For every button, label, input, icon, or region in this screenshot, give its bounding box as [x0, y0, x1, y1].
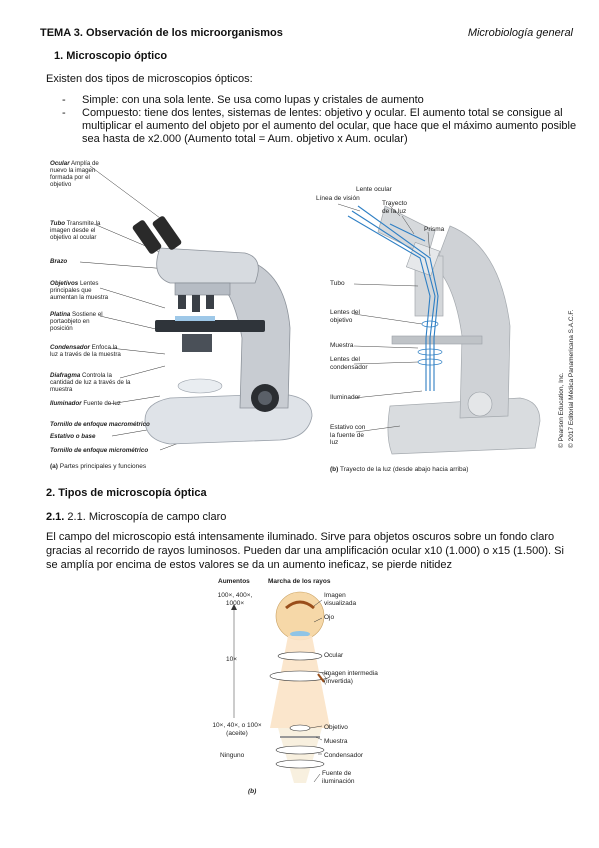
- section-2-paragraph: El campo del microscopio está intensamen…: [46, 531, 564, 571]
- ray-path-illustration: [231, 591, 331, 783]
- label-ojo: Ojo: [324, 614, 335, 621]
- aumentos-top: 100×, 400×, 1000×: [217, 592, 253, 607]
- label-platina: Platina Sostiene el portaobjeto en posic…: [50, 311, 103, 332]
- label-imagen-visualizada: Imagen visualizada: [324, 592, 357, 607]
- figure-ray-path: Aumentos Marcha de los rayos 100×, 400×,…: [212, 578, 398, 798]
- section-1-intro: Existen dos tipos de microscopios óptico…: [46, 73, 253, 85]
- subheading-text: 2.1. Microscopía de campo claro: [67, 511, 227, 523]
- label-tubo-b: Tubo: [330, 280, 345, 287]
- figure-c-caption: (b): [248, 788, 257, 795]
- label-tornillo-micrometrico: Tornillo de enfoque micrométrico: [50, 447, 149, 454]
- section-2-1-heading: 2.1. 2.1. Microscopía de campo claro: [46, 511, 227, 523]
- label-muestra-c: Muestra: [324, 738, 348, 745]
- label-iluminador-b: Iluminador: [330, 394, 361, 401]
- aumentos-none: Ninguno: [220, 752, 245, 759]
- microscope-types-list: Simple: con una sola lente. Se usa como …: [62, 94, 580, 146]
- label-fuente-iluminacion: Fuente de iluminación: [322, 770, 355, 785]
- copyright-panamericana: © 2017 Editorial Médica Panamericana S.A…: [568, 309, 575, 448]
- label-tornillo-macrometrico: Tornillo de enfoque macrométrico: [50, 421, 150, 428]
- section-2-heading: 2. Tipos de microscopía óptica: [46, 487, 207, 499]
- label-objetivos: Objetivos Lentes principales que aumenta…: [50, 280, 109, 301]
- figure-light-path: Lente ocular Línea de visión Trayecto de…: [316, 186, 580, 478]
- label-estativo: Estativo o base: [50, 433, 96, 440]
- list-item: Compuesto: tiene dos lentes, sistemas de…: [62, 107, 580, 146]
- light-path-illustration: [337, 203, 541, 455]
- list-item: Simple: con una sola lente. Se usa como …: [62, 94, 580, 107]
- copyright-pearson: © Pearson Education, Inc.: [558, 372, 565, 448]
- label-estativo-fuente: Estativo con la fuente de luz: [330, 424, 366, 446]
- label-prisma: Prisma: [424, 226, 445, 233]
- label-objetivo-c: Objetivo: [324, 724, 348, 731]
- label-tubo: Tubo Transmite la imagen desde el objeti…: [50, 220, 101, 241]
- section-1-heading: 1. Microscopio óptico: [54, 50, 168, 62]
- label-condensador: Condensador Enfoca la luz a través de la…: [50, 344, 121, 358]
- label-imagen-intermedia: Imagen intermedia (invertida): [324, 670, 378, 685]
- label-ocular: Ocular Amplía de nuevo la imagen formada…: [50, 160, 99, 188]
- figure-microscope-parts: Ocular Amplía de nuevo la imagen formada…: [50, 158, 320, 478]
- label-iluminador: Iluminador Fuente de luz: [50, 400, 121, 407]
- label-ocular-c: Ocular: [324, 652, 344, 659]
- microscope-illustration: [79, 165, 313, 451]
- label-muestra-b: Muestra: [330, 342, 354, 349]
- aumentos-low: 10×, 40×, o 100× (aceite): [212, 722, 262, 737]
- aumentos-mid: 10×: [226, 656, 238, 663]
- label-trayecto-luz: Trayecto de la luz: [382, 200, 408, 215]
- course-name: Microbiología general: [467, 27, 573, 39]
- label-lente-ocular: Lente ocular: [356, 186, 392, 193]
- label-linea-vision: Línea de visión: [316, 195, 360, 202]
- label-lentes-condensador: Lentes del condensador: [330, 356, 368, 371]
- label-lentes-objetivo: Lentes del objetivo: [330, 309, 360, 324]
- label-brazo: Brazo: [50, 258, 68, 265]
- figure-a-caption: (a) Partes principales y funciones: [50, 463, 147, 470]
- col-marcha-rayos: Marcha de los rayos: [268, 578, 331, 585]
- page-title: TEMA 3. Observación de los microorganism…: [40, 27, 283, 39]
- col-aumentos: Aumentos: [218, 578, 250, 585]
- figure-b-caption: (b) Trayecto de la luz (desde abajo haci…: [330, 466, 469, 473]
- label-condensador-c: Condensador: [324, 752, 364, 759]
- label-diafragma: Diafragma Controla la cantidad de luz a …: [50, 372, 131, 393]
